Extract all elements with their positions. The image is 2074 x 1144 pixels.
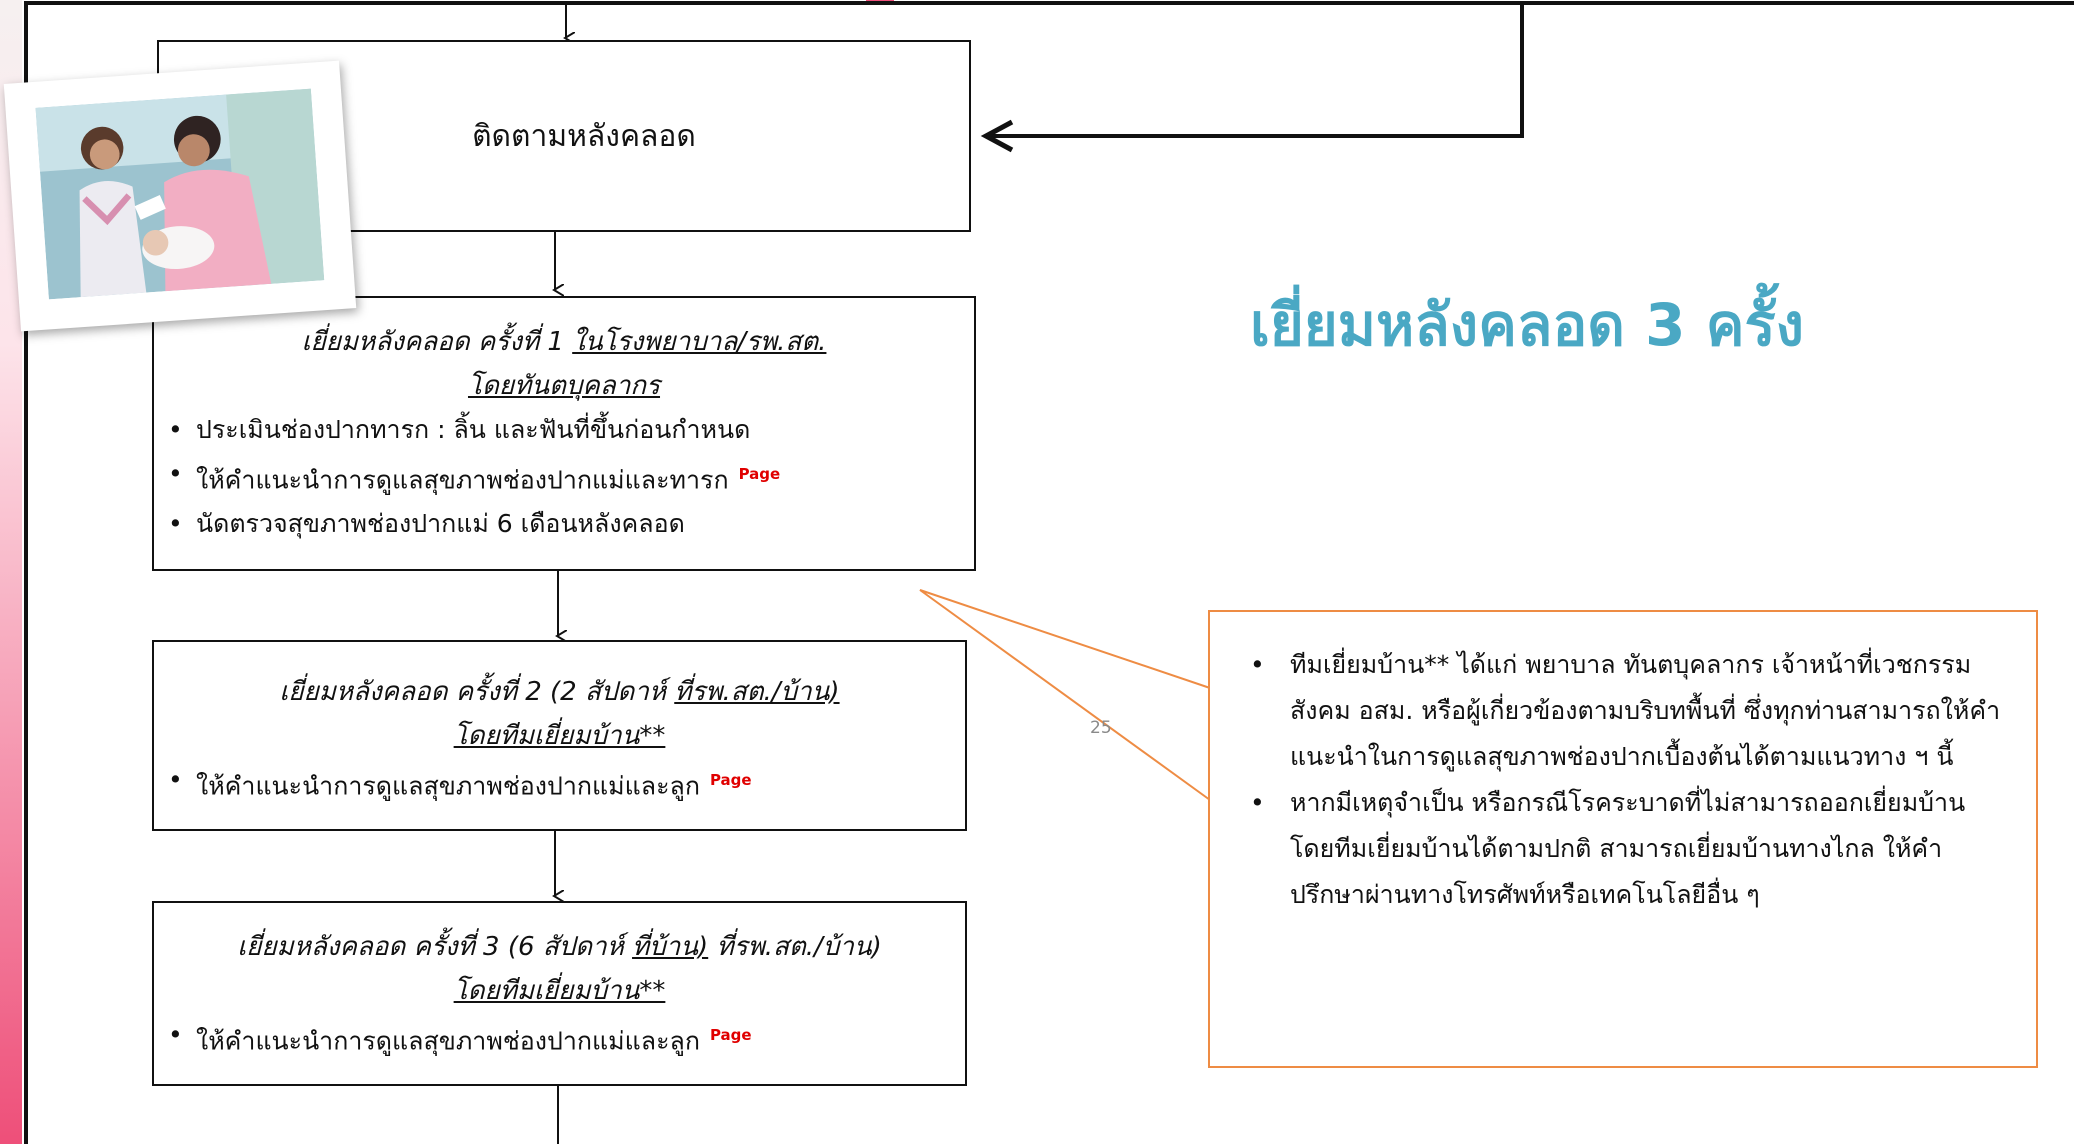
list-item: ให้คำแนะนำการดูแลสุขภาพช่องปากแม่และทารก…	[168, 452, 974, 502]
page-tag: Page	[709, 1026, 752, 1044]
visit1-title: เยี่ยมหลังคลอด ครั้งที่ 1 ในโรงพยาบาล/รพ…	[154, 320, 974, 364]
visit2-title-text: เยี่ยมหลังคลอด ครั้งที่ 2 (2 สัปดาห์	[279, 677, 675, 707]
page-tag: Page	[738, 465, 781, 483]
visit3-list: ให้คำแนะนำการดูแลสุขภาพช่องปากแม่และลูกP…	[154, 1013, 965, 1063]
return-loop-line	[990, 3, 1524, 138]
side-strip	[0, 0, 22, 1144]
page-tag: Page	[709, 771, 752, 789]
visit3-title-location: ที่บ้าน)	[632, 932, 709, 962]
outer-frame	[24, 1, 2074, 1144]
list-item: ให้คำแนะนำการดูแลสุขภาพช่องปากแม่และลูกP…	[168, 1013, 965, 1063]
visit2-list: ให้คำแนะนำการดูแลสุขภาพช่องปากแม่และลูกP…	[154, 758, 965, 808]
list-item: ให้คำแนะนำการดูแลสุขภาพช่องปากแม่และลูกP…	[168, 758, 965, 808]
visit2-subtitle: โดยทีมเยี่ยมบ้าน**	[453, 721, 666, 751]
visit1-title-location: ในโรงพยาบาล/รพ.สต.	[572, 327, 827, 357]
visit3-subtitle: โดยทีมเยี่ยมบ้าน**	[453, 976, 666, 1006]
headline: เยี่ยมหลังคลอด 3 ครั้ง	[1250, 291, 1804, 359]
list-item: ประเมินช่องปากทารก : ลิ้น และฟันที่ขึ้นก…	[168, 408, 974, 452]
list-item: หากมีเหตุจำเป็น หรือกรณีโรคระบาดที่ไม่สา…	[1232, 780, 2006, 918]
note-list: ทีมเยี่ยมบ้าน** ได้แก่ พยาบาล ทันตบุคลาก…	[1232, 642, 2006, 918]
visit1-title-text: เยี่ยมหลังคลอด ครั้งที่ 1	[301, 327, 573, 357]
visit2-title-location: ที่รพ.สต./บ้าน)	[674, 677, 840, 707]
visit3-title: เยี่ยมหลังคลอด ครั้งที่ 3 (6 สัปดาห์ ที่…	[237, 932, 882, 962]
callout-pointer	[919, 589, 1211, 801]
list-item: นัดตรวจสุขภาพช่องปากแม่ 6 เดือนหลังคลอด	[168, 502, 974, 546]
callout-note: ทีมเยี่ยมบ้าน** ได้แก่ พยาบาล ทันตบุคลาก…	[1208, 610, 2038, 1068]
list-item: ทีมเยี่ยมบ้าน** ได้แก่ พยาบาล ทันตบุคลาก…	[1232, 642, 2006, 780]
visit1-subtitle: โดยทันตบุคลากร	[467, 371, 661, 401]
visit2-title: เยี่ยมหลังคลอด ครั้งที่ 2 (2 สัปดาห์ ที่…	[154, 670, 965, 714]
visit1-box: เยี่ยมหลังคลอด ครั้งที่ 1 ในโรงพยาบาล/รพ…	[152, 296, 976, 571]
photo-illustration	[35, 88, 325, 300]
visit1-list: ประเมินช่องปากทารก : ลิ้น และฟันที่ขึ้นก…	[154, 408, 974, 546]
return-loop-arrowhead	[980, 119, 1014, 153]
visit3-box: เยี่ยมหลังคลอด ครั้งที่ 3 (6 สัปดาห์ ที่…	[152, 901, 967, 1086]
followup-label: ติดตามหลังคลอด	[472, 118, 696, 154]
visit2-box: เยี่ยมหลังคลอด ครั้งที่ 2 (2 สัปดาห์ ที่…	[152, 640, 967, 831]
page-number: 25	[1090, 718, 1112, 738]
visit3-title-text: เยี่ยมหลังคลอด ครั้งที่ 3 (6 สัปดาห์	[237, 932, 633, 962]
nurse-mother-baby-photo	[3, 60, 357, 332]
